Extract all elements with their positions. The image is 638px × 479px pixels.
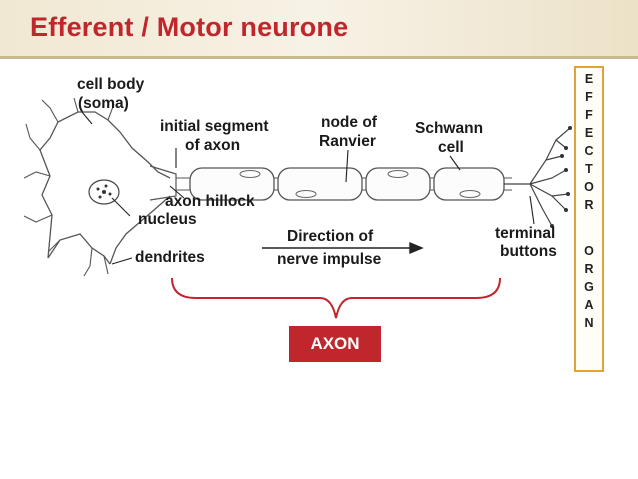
label-axon-hillock: axon hillock (165, 193, 255, 210)
effector-letter: R (584, 198, 594, 212)
terminal-buttons (550, 126, 572, 228)
effector-letter: C (584, 144, 594, 158)
dendrites (23, 97, 115, 277)
axon-hillock (149, 165, 177, 201)
label-node-of: node of (321, 114, 378, 131)
label-schwann: Schwann (415, 120, 483, 137)
nucleus (88, 179, 120, 205)
label-dendrites: dendrites (135, 249, 205, 266)
label-buttons: buttons (500, 243, 557, 260)
effector-letter: F (585, 108, 593, 122)
label-ranvier: Ranvier (319, 133, 376, 150)
effector-letter: N (584, 316, 594, 330)
effector-letter: G (584, 280, 594, 294)
effector-organ-box: E F F E C T O R O R G A N (574, 66, 604, 372)
label-schwann-cell: cell (438, 139, 464, 156)
label-cell-body: cell body (77, 76, 145, 93)
effector-letter: E (584, 72, 594, 86)
effector-letter: T (585, 162, 593, 176)
effector-letter: O (584, 180, 594, 194)
slide-title: Efferent / Motor neurone (30, 12, 349, 42)
effector-letter: O (584, 244, 594, 258)
direction-arrow (262, 241, 424, 255)
label-nerve-impulse: nerve impulse (277, 251, 382, 268)
label-nucleus: nucleus (138, 211, 197, 228)
axon-label-box: AXON (289, 326, 381, 362)
terminal-branches (504, 127, 571, 227)
label-soma: (soma) (78, 95, 129, 112)
effector-letter: R (584, 262, 594, 276)
label-direction-of: Direction of (287, 228, 374, 245)
title-bar (0, 0, 638, 56)
effector-letter: F (585, 90, 593, 104)
effector-letter: A (584, 298, 594, 312)
leader-lines (81, 111, 535, 265)
title-divider (0, 56, 638, 59)
schwann-cell-nuclei (239, 170, 481, 198)
label-initial-segment: initial segment (160, 118, 269, 135)
label-of-axon: of axon (185, 137, 240, 154)
label-terminal: terminal (495, 225, 555, 242)
axon-brace (171, 277, 501, 319)
effector-letter: E (584, 126, 594, 140)
